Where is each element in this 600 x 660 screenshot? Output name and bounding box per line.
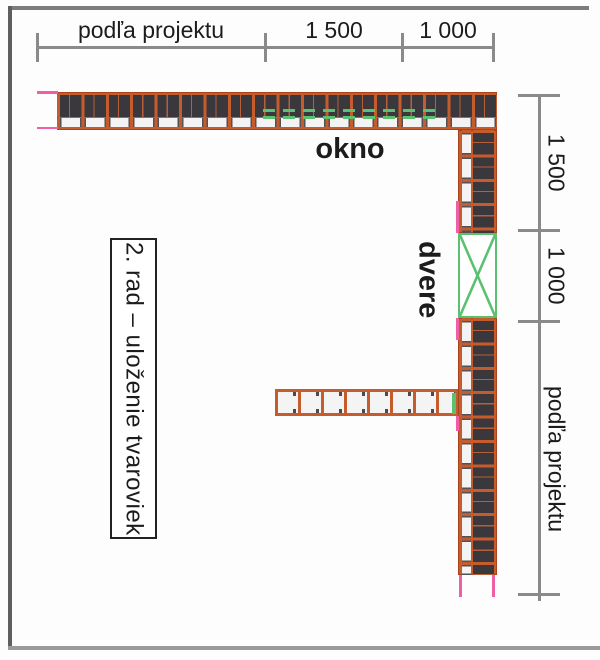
dimension-tick — [36, 33, 39, 62]
dimension-label-right-project: podľa projektu — [543, 385, 570, 533]
caption-text: 2. rad – uloženie tvaroviek — [120, 241, 148, 536]
door-opening — [458, 233, 497, 318]
caption-box: 2. rad – uloženie tvaroviek — [110, 238, 157, 539]
dimension-tick — [518, 94, 560, 97]
dimension-tick — [264, 33, 267, 62]
wall-block-cores — [57, 95, 497, 117]
wall-block-cores — [473, 318, 494, 575]
door-label: dvere — [412, 241, 445, 319]
stub-junction-mark — [452, 393, 456, 414]
wall-block-band — [57, 118, 497, 127]
stub-block-dividers — [278, 392, 455, 413]
dimension-label-top-1500: 1 500 — [305, 17, 363, 43]
wall-right-upper-segment — [458, 130, 497, 233]
interior-wall-stub — [275, 389, 458, 416]
wall-right-lower-segment — [458, 318, 497, 575]
frame-border-top — [10, 6, 589, 10]
wall-block-band — [462, 318, 471, 575]
wall-block-cores — [473, 130, 494, 233]
dimension-tick — [492, 33, 495, 62]
door-cross-icon — [460, 235, 495, 316]
dimension-tick — [518, 320, 560, 323]
frame-border-left — [8, 6, 12, 650]
dimension-label-top-1000: 1 000 — [419, 17, 477, 43]
dimension-tick — [518, 593, 560, 596]
guide-line-pink — [459, 575, 462, 597]
dimension-label-top-project: podľa projektu — [77, 17, 225, 43]
dimension-line-right — [538, 95, 541, 601]
stub-mortar-marks — [278, 392, 455, 396]
window-label: okno — [315, 133, 385, 165]
dimension-tick — [518, 229, 560, 232]
window-dash-line — [263, 109, 435, 112]
dimension-tick — [401, 33, 404, 62]
window-dash-line — [263, 116, 435, 119]
guide-line-pink — [37, 126, 58, 129]
guide-line-pink — [456, 318, 459, 340]
dimension-label-right-1500: 1 500 — [543, 134, 570, 192]
frame-border-bottom — [8, 646, 600, 650]
dimension-label-right-1000: 1 000 — [543, 247, 570, 305]
wall-block-band — [462, 130, 471, 233]
guide-line-pink — [37, 91, 58, 94]
guide-line-pink — [492, 575, 495, 597]
guide-line-pink — [456, 201, 459, 233]
stub-mortar-marks — [278, 409, 455, 413]
guide-line-pink — [456, 416, 459, 431]
